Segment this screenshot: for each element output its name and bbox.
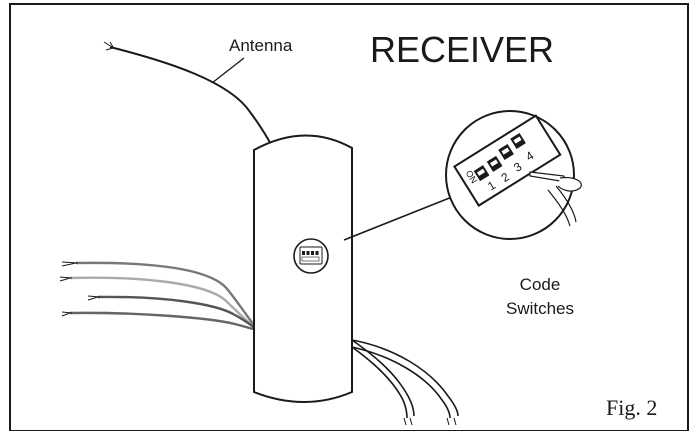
hand-thumb-icon [555,185,577,223]
antenna-label: Antenna [229,36,293,55]
code-switches-label-line2: Switches [506,299,574,318]
magnify-leader-line [343,196,453,241]
magnified-switch-view: ON 1 2 3 4 [445,110,582,240]
left-wire-1 [75,261,259,331]
antenna-leader-line [211,57,245,84]
wire-tip-icon [61,311,73,317]
figure-caption: Fig. 2 [606,395,657,420]
left-wire-2 [69,276,259,331]
wire-tip-icon [61,261,79,267]
figure-frame [9,3,689,431]
hand-thumb-icon [547,189,571,227]
title-receiver: RECEIVER [370,29,554,70]
hand-finger-icon [557,177,582,192]
code-switches-label-line1: Code [520,275,561,294]
left-wires-group [59,261,259,332]
right-wires-group [351,339,459,426]
wire-tip-icon [87,295,101,301]
left-wire-4 [69,311,259,332]
wire-tip-icon [446,417,457,426]
switch-window [293,238,329,274]
antenna-wire [109,46,276,153]
antenna-wire-tip-icon [103,41,114,51]
wire-tip-icon [59,276,73,282]
wire-tip-icon [403,417,413,426]
dip-switch-block [453,114,562,207]
left-wire-3 [97,295,259,331]
